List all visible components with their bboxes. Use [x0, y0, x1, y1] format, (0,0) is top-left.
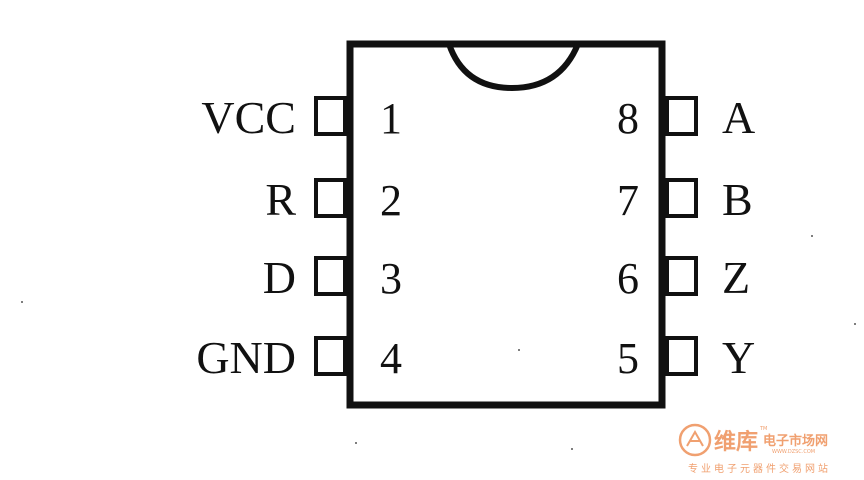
chip-body [346, 40, 666, 409]
pin-label-d: D [263, 252, 296, 303]
pin-label-z: Z [722, 252, 750, 303]
pin-label-b: B [722, 174, 753, 225]
pin-pad-6 [665, 256, 698, 296]
pin-pad-1 [314, 96, 347, 136]
scan-noise [21, 235, 856, 450]
pin-number-8: 8 [617, 94, 639, 143]
watermark: 维库 TM 电子市场网 WWW.DZSC.COM 专业电子元器件交易网站 [678, 423, 831, 475]
pin-pad-4 [314, 336, 347, 376]
pin-pad-8 [665, 96, 698, 136]
watermark-url: WWW.DZSC.COM [772, 449, 815, 455]
pin-pad-2 [314, 178, 347, 218]
pin-label-r: R [265, 174, 296, 225]
pin-number-7: 7 [617, 176, 639, 225]
watermark-logo-mark [686, 429, 704, 447]
pin-label-vcc: VCC [201, 92, 296, 143]
orientation-notch [446, 42, 581, 92]
watermark-logo-icon [678, 423, 712, 457]
pin-pad-5 [665, 336, 698, 376]
watermark-tm: TM [759, 426, 767, 432]
watermark-tagline: 专业电子元器件交易网站 [688, 462, 831, 475]
watermark-side-text: 电子市场网 [763, 433, 828, 449]
pin-label-a: A [722, 92, 755, 143]
pin-number-3: 3 [380, 254, 402, 303]
pin-number-6: 6 [617, 254, 639, 303]
pin-label-gnd: GND [196, 332, 296, 383]
pin-pad-3 [314, 256, 347, 296]
pin-number-2: 2 [380, 176, 402, 225]
pin-number-5: 5 [617, 334, 639, 383]
pin-number-4: 4 [380, 334, 402, 383]
pin-label-y: Y [722, 332, 755, 383]
pin-pad-7 [665, 178, 698, 218]
watermark-brand: 维库 [714, 429, 758, 455]
pin-number-1: 1 [380, 94, 402, 143]
